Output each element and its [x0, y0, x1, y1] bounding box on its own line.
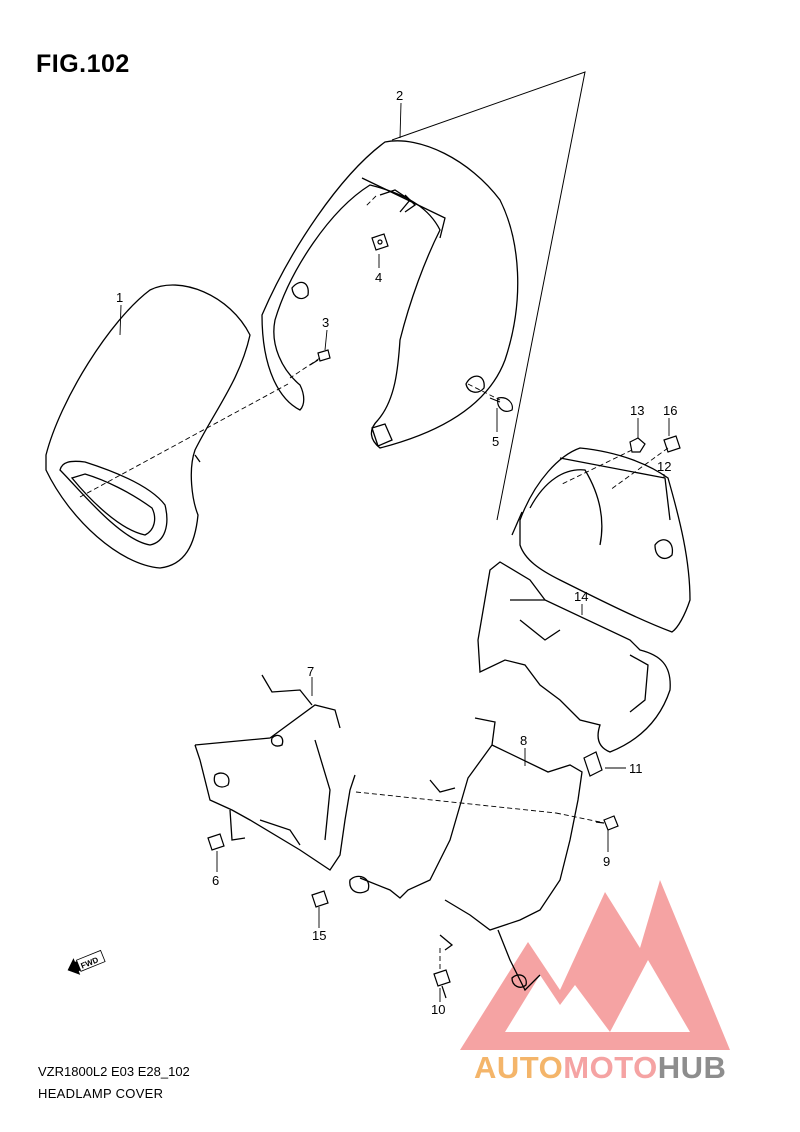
- part-13-nut: [629, 437, 646, 453]
- callout-6: 6: [212, 873, 219, 888]
- watermark-moto: MOTO: [563, 1050, 658, 1085]
- figure-caption: HEADLAMP COVER: [38, 1086, 164, 1101]
- part-7-bracket: [194, 674, 356, 871]
- fwd-arrow-icon: FWD: [67, 949, 106, 975]
- callout-11: 11: [629, 761, 643, 776]
- model-code: VZR1800L2 E03 E28_102: [38, 1064, 190, 1079]
- part-8-lower-bracket: [349, 717, 583, 992]
- part-6-grommet: [207, 833, 225, 851]
- callout-5: 5: [492, 434, 499, 449]
- part-14-lower-cover: [477, 561, 671, 753]
- part-11-damper: [583, 751, 603, 777]
- watermark-hub: HUB: [657, 1050, 727, 1085]
- callout-13: 13: [630, 403, 644, 418]
- callout-4: 4: [375, 270, 382, 285]
- callout-2: 2: [396, 88, 403, 103]
- callout-16: 16: [663, 403, 677, 418]
- assembly-lines: [79, 195, 669, 972]
- leader-lines: [119, 102, 670, 1002]
- callout-numbers: 1 2 3 4 5 6 7 8 9 10 11 12 13 14 15 16: [116, 88, 677, 1017]
- callout-14: 14: [574, 589, 588, 604]
- part-15-grommet: [311, 890, 329, 908]
- callout-12: 12: [657, 459, 671, 474]
- callout-10: 10: [431, 1002, 445, 1017]
- part-4-clip: [371, 233, 389, 251]
- callout-7: 7: [307, 664, 314, 679]
- part-5-rivet: [489, 397, 513, 412]
- callout-1: 1: [116, 290, 123, 305]
- watermark-logo-mark: [460, 880, 730, 1050]
- section-plane: [391, 71, 586, 521]
- part-12-inner-panel: [511, 447, 691, 633]
- watermark-auto: AUTO: [474, 1050, 564, 1085]
- callout-8: 8: [520, 733, 527, 748]
- watermark-logo-text: AUTOMOTOHUB: [474, 1050, 726, 1086]
- callout-15: 15: [312, 928, 326, 943]
- part-9-bolt: [595, 815, 619, 831]
- part-16-cap: [663, 435, 681, 453]
- part-10-bolt: [433, 969, 451, 999]
- callout-3: 3: [322, 315, 329, 330]
- callout-9: 9: [603, 854, 610, 869]
- figure-title: FIG.102: [36, 50, 130, 78]
- part-2-headlamp-cover: [261, 140, 519, 449]
- part-1-headlamp-housing: [45, 284, 251, 569]
